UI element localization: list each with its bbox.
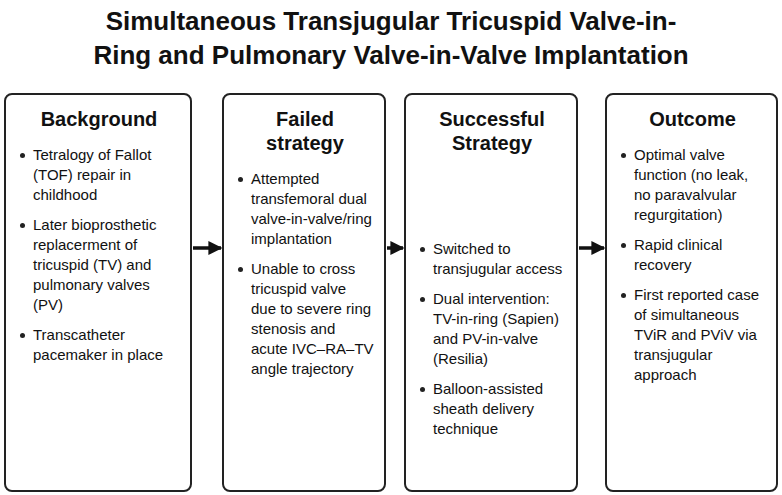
title-block: Simultaneous Transjugular Tricuspid Valv… <box>0 4 782 72</box>
box-content: Successful StrategySwitched to transjugu… <box>406 95 576 457</box>
box-content: OutcomeOptimal valve function (no leak, … <box>607 95 776 403</box>
bullet-item: Switched to transjugular access <box>418 239 566 279</box>
box-heading: Successful Strategy <box>418 107 566 155</box>
bullet-dot <box>621 293 626 298</box>
box-heading: Background <box>18 107 180 131</box>
bullet-text: Rapid clinical recovery <box>634 235 766 275</box>
bullet-text: Balloon-assisted sheath delivery techniq… <box>433 379 566 439</box>
diagram-title: Simultaneous Transjugular Tricuspid Valv… <box>91 4 691 72</box>
bullet-item: Optimal valve function (no leak, no para… <box>619 145 766 225</box>
bullet-text: First reported case of simultaneous TViR… <box>634 285 766 385</box>
bullet-dot <box>621 153 626 158</box>
process-box: Successful StrategySwitched to transjugu… <box>404 93 578 492</box>
bullet-text: Transcatheter pacemaker in place <box>33 325 180 365</box>
bullet-text: Switched to transjugular access <box>433 239 566 279</box>
bullet-item: Dual intervention: TV-in-ring (Sapien) a… <box>418 289 566 369</box>
flow-arrow <box>387 246 403 250</box>
process-box: OutcomeOptimal valve function (no leak, … <box>605 93 778 492</box>
bullet-item: Unable to cross tricuspid valve due to s… <box>236 259 374 379</box>
bullet-text: Unable to cross tricuspid valve due to s… <box>251 259 374 379</box>
bullet-dot <box>420 247 425 252</box>
bullet-item: Tetralogy of Fallot (TOF) repair in chil… <box>18 145 180 205</box>
box-content: BackgroundTetralogy of Fallot (TOF) repa… <box>6 95 190 383</box>
process-box: Failed strategyAttempted transfemoral du… <box>222 93 386 492</box>
bullet-item: Later bioprosthetic replacerment of tric… <box>18 215 180 315</box>
bullet-dot <box>621 243 626 248</box>
flow-arrow <box>193 246 221 250</box>
box-heading: Failed strategy <box>236 107 374 155</box>
bullet-dot <box>420 387 425 392</box>
bullet-dot <box>238 177 243 182</box>
box-heading: Outcome <box>619 107 766 131</box>
bullet-text: Dual intervention: TV-in-ring (Sapien) a… <box>433 289 566 369</box>
bullet-dot <box>20 333 25 338</box>
bullet-item: Transcatheter pacemaker in place <box>18 325 180 365</box>
process-box: BackgroundTetralogy of Fallot (TOF) repa… <box>4 93 192 492</box>
box-content: Failed strategyAttempted transfemoral du… <box>224 95 384 397</box>
bullet-text: Optimal valve function (no leak, no para… <box>634 145 766 225</box>
bullet-item: Attempted transfemoral dual valve-in-val… <box>236 169 374 249</box>
bullet-item: First reported case of simultaneous TViR… <box>619 285 766 385</box>
bullet-dot <box>20 153 25 158</box>
bullet-text: Attempted transfemoral dual valve-in-val… <box>251 169 374 249</box>
bullet-text: Later bioprosthetic replacerment of tric… <box>33 215 180 315</box>
bullet-item: Rapid clinical recovery <box>619 235 766 275</box>
bullet-text: Tetralogy of Fallot (TOF) repair in chil… <box>33 145 180 205</box>
bullet-dot <box>20 223 25 228</box>
bullet-dot <box>238 267 243 272</box>
bullet-item: Balloon-assisted sheath delivery techniq… <box>418 379 566 439</box>
flow-arrow <box>579 246 604 250</box>
bullet-dot <box>420 297 425 302</box>
